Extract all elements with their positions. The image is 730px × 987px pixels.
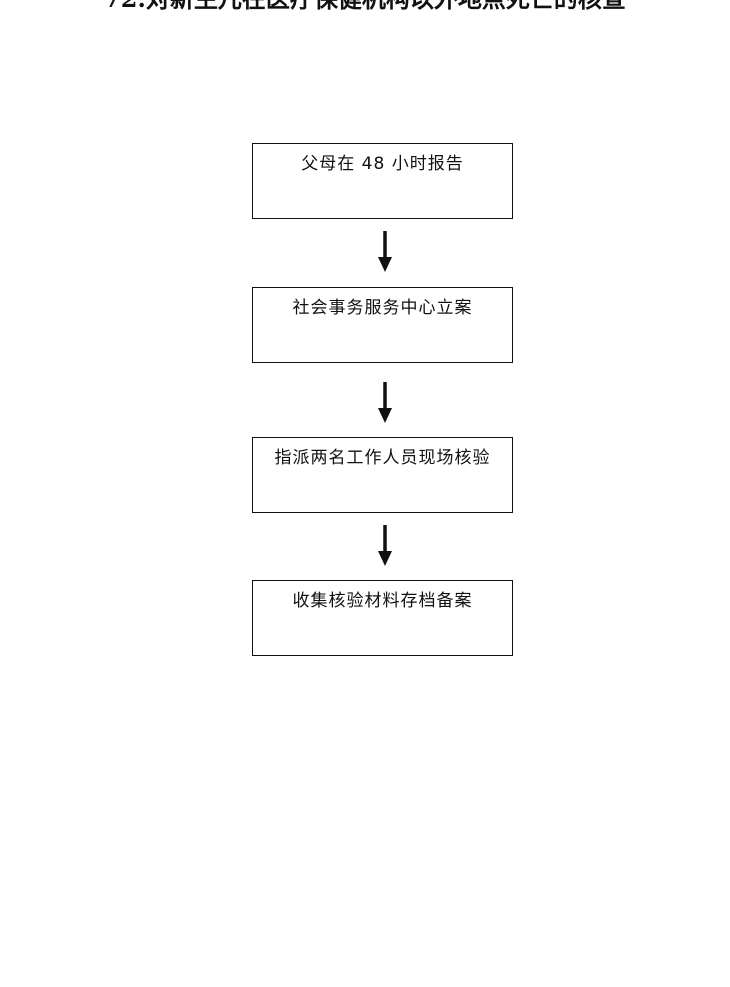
down-arrow-icon <box>378 382 392 423</box>
flow-step-label: 父母在 48 小时报告 <box>301 154 464 174</box>
flow-step-label: 收集核验材料存档备案 <box>292 591 473 611</box>
down-arrow-icon <box>378 525 392 566</box>
down-arrow-icon <box>378 231 392 272</box>
flow-step-label: 指派两名工作人员现场核验 <box>274 448 491 468</box>
flow-step-onsite-verification: 指派两名工作人员现场核验 <box>252 437 513 513</box>
flow-step-parent-report: 父母在 48 小时报告 <box>252 143 513 219</box>
flow-step-archive-materials: 收集核验材料存档备案 <box>252 580 513 656</box>
flow-step-label: 社会事务服务中心立案 <box>292 298 473 318</box>
page-title: 72.对新生儿在医疗保健机构以外地点死亡的核查 <box>0 0 730 14</box>
flow-step-case-filing: 社会事务服务中心立案 <box>252 287 513 363</box>
